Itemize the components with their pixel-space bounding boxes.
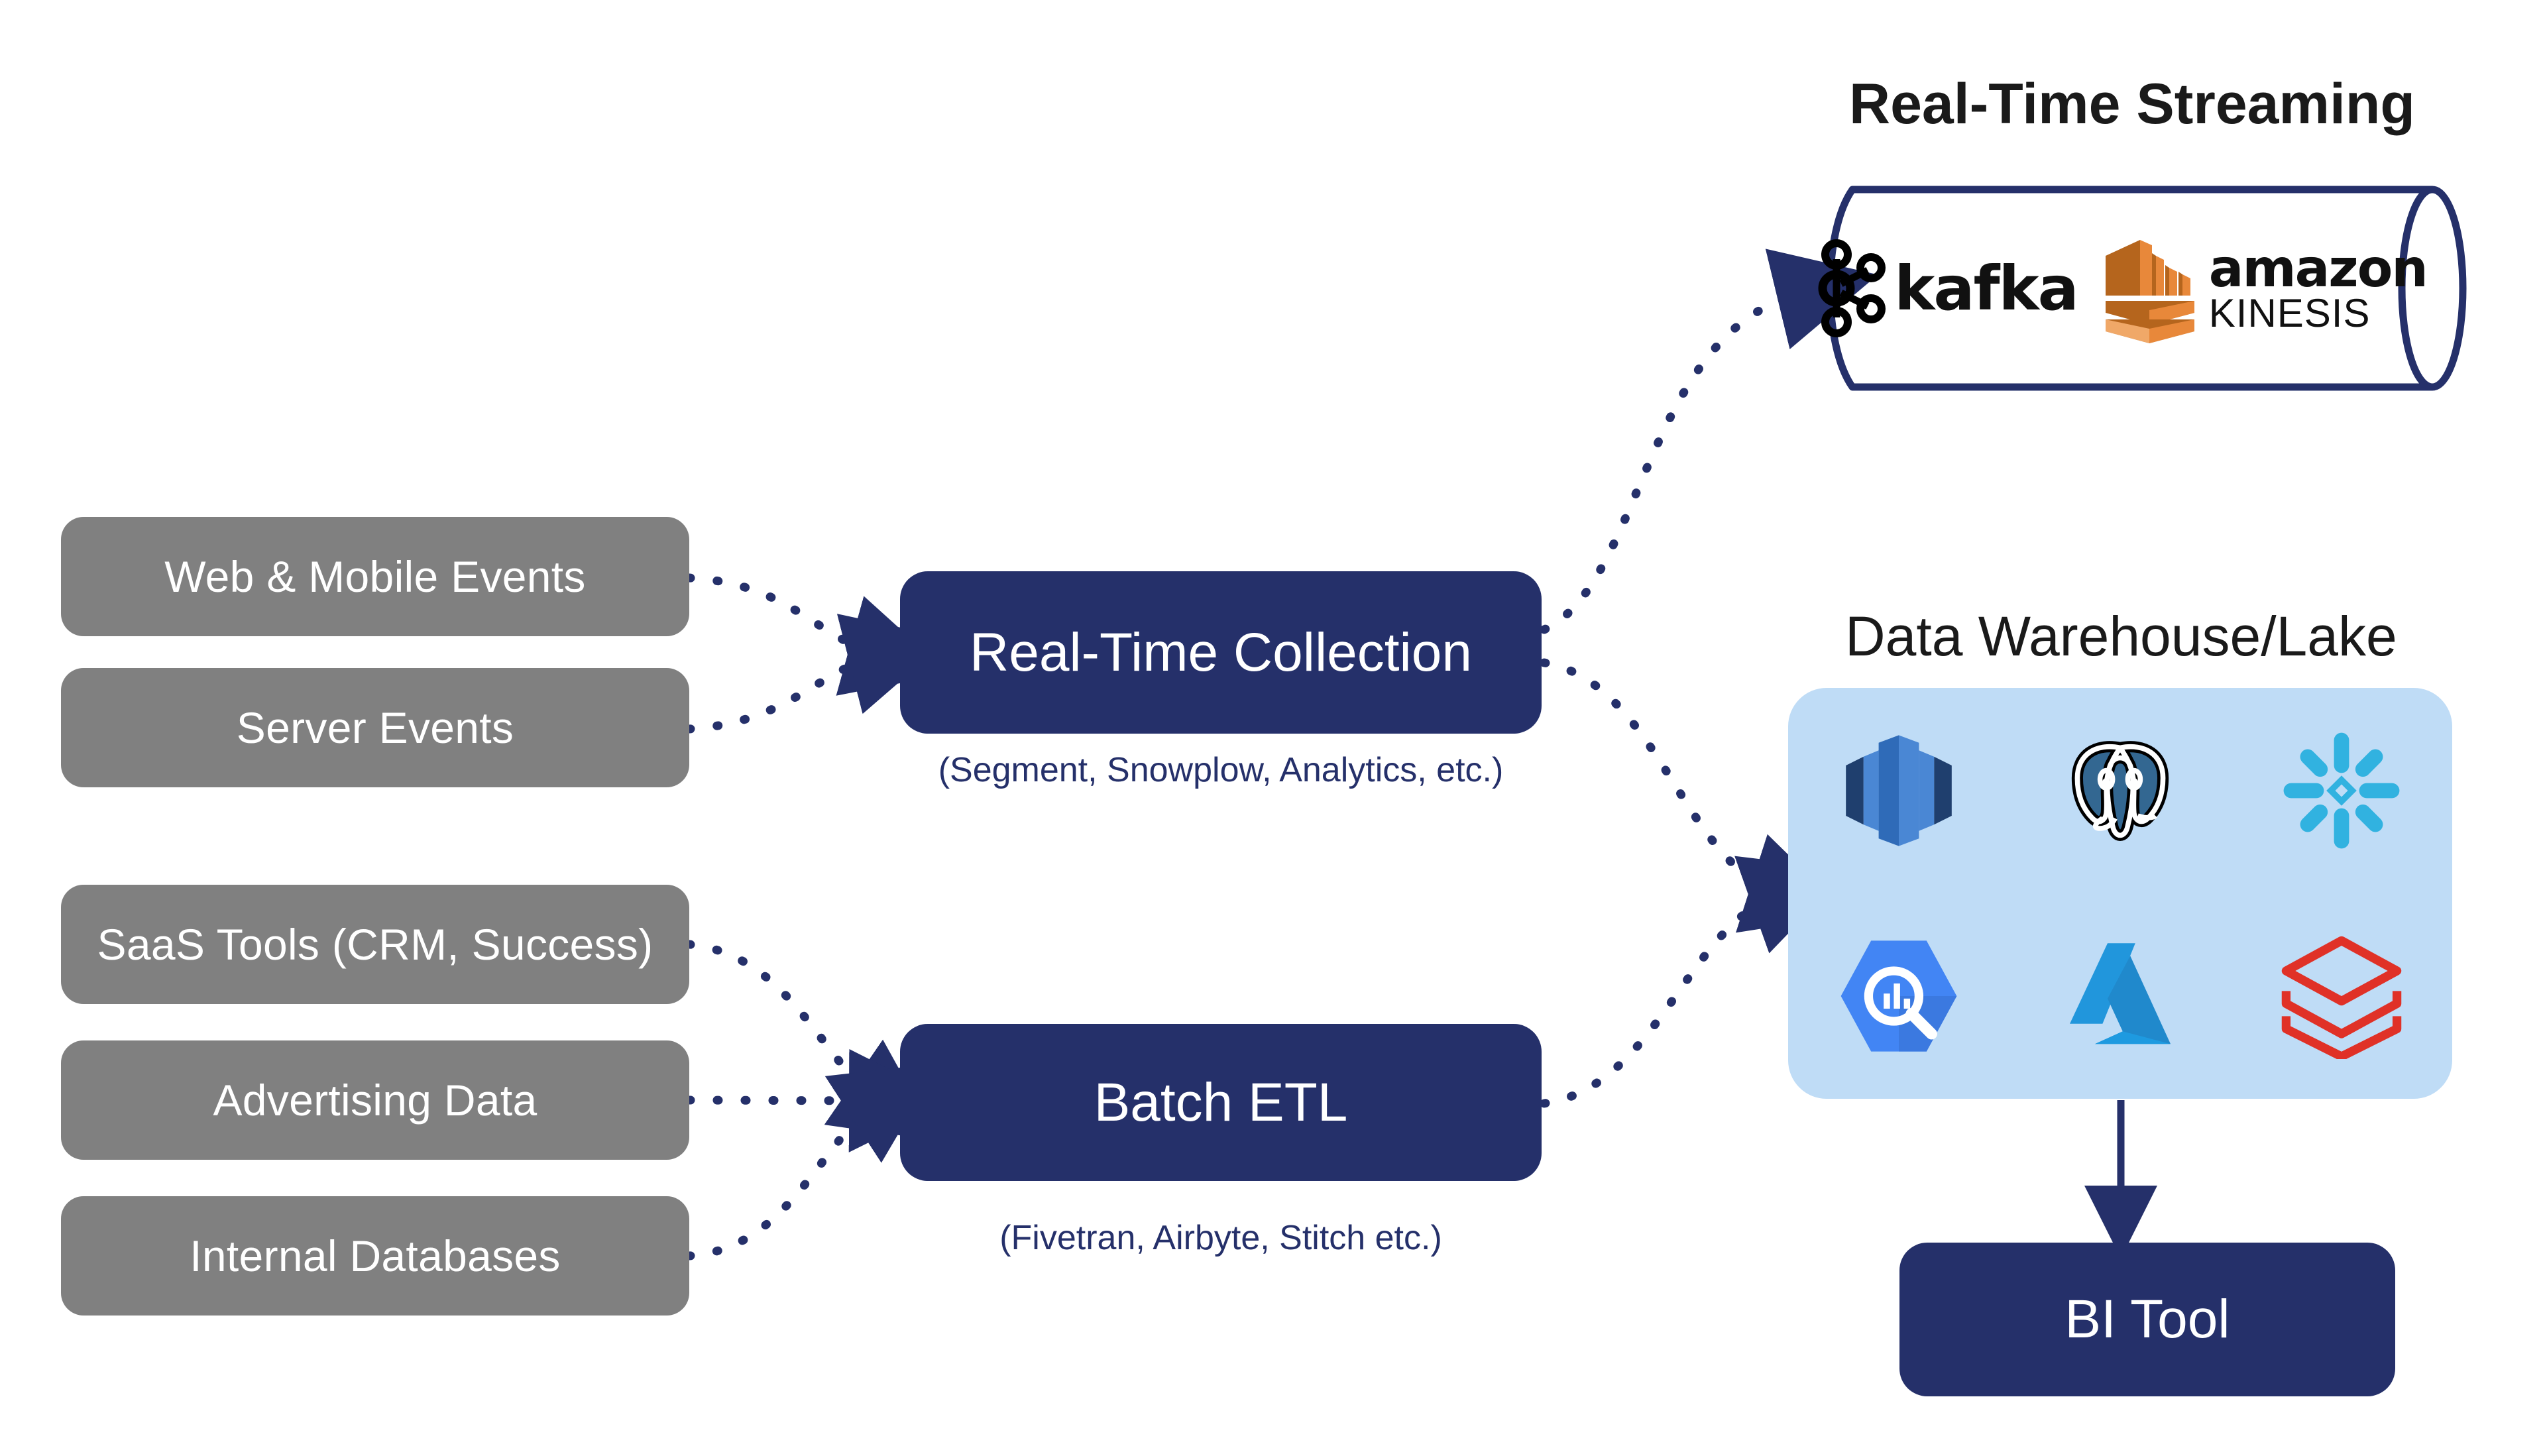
source-label: Web & Mobile Events: [164, 552, 586, 601]
microsoft-azure-logo: [2057, 933, 2183, 1059]
source-box-saas-tools[interactable]: SaaS Tools (CRM, Success): [61, 885, 689, 1004]
databricks-logo: [2279, 933, 2404, 1059]
process-box-realtime-collection[interactable]: Real-Time Collection: [900, 571, 1542, 734]
section-title-real-time-streaming: Real-Time Streaming: [1849, 72, 2415, 136]
amazon-redshift-logo: [1836, 728, 1962, 854]
source-label: Internal Databases: [190, 1231, 561, 1280]
source-label: Advertising Data: [213, 1076, 537, 1125]
source-box-advertising-data[interactable]: Advertising Data: [61, 1040, 689, 1160]
source-box-internal-databases[interactable]: Internal Databases: [61, 1196, 689, 1316]
source-label: SaaS Tools (CRM, Success): [97, 920, 653, 969]
kinesis-wordmark: KINESIS: [2208, 290, 2371, 335]
output-box-bi-tool[interactable]: BI Tool: [1899, 1243, 2395, 1396]
section-title-data-warehouse-lake: Data Warehouse/Lake: [1845, 605, 2397, 667]
kafka-logo: kafka: [1815, 239, 2079, 338]
warehouse-logo-grid: [1788, 688, 2452, 1099]
edge-web-events-to-realtime: [685, 573, 950, 696]
caption-batch-etl: (Fivetran, Airbyte, Stitch etc.): [999, 1219, 1442, 1257]
edge-saas-to-batch: [685, 940, 939, 1141]
edge-batch-to-warehouse: [1540, 856, 1850, 1108]
source-box-web-mobile-events[interactable]: Web & Mobile Events: [61, 517, 689, 636]
source-box-server-events[interactable]: Server Events: [61, 668, 689, 787]
edge-realtime-to-streaming: [1540, 249, 1878, 634]
amazon-wordmark: amazon: [2208, 239, 2428, 299]
edge-server-events-to-realtime: [685, 614, 950, 734]
kafka-wordmark: kafka: [1894, 252, 2079, 324]
streaming-logo-row: kafka: [1818, 219, 2428, 358]
edge-realtime-to-warehouse: [1540, 658, 1850, 933]
edge-internal-db-to-batch: [685, 1063, 940, 1260]
google-bigquery-logo: [1836, 933, 1962, 1059]
postgresql-logo: [2057, 728, 2183, 854]
output-label: BI Tool: [2064, 1289, 2230, 1349]
streaming-cylinder: [1826, 186, 2467, 391]
snowflake-logo: [2279, 728, 2404, 854]
caption-realtime-collection: (Segment, Snowplow, Analytics, etc.): [938, 751, 1504, 789]
process-label: Batch ETL: [1094, 1072, 1348, 1133]
edge-advertising-to-batch: [685, 1048, 952, 1152]
process-box-batch-etl[interactable]: Batch ETL: [900, 1024, 1542, 1181]
amazon-kinesis-logo: amazon KINESIS: [2100, 232, 2428, 345]
process-label: Real-Time Collection: [970, 622, 1472, 683]
source-label: Server Events: [236, 703, 514, 752]
